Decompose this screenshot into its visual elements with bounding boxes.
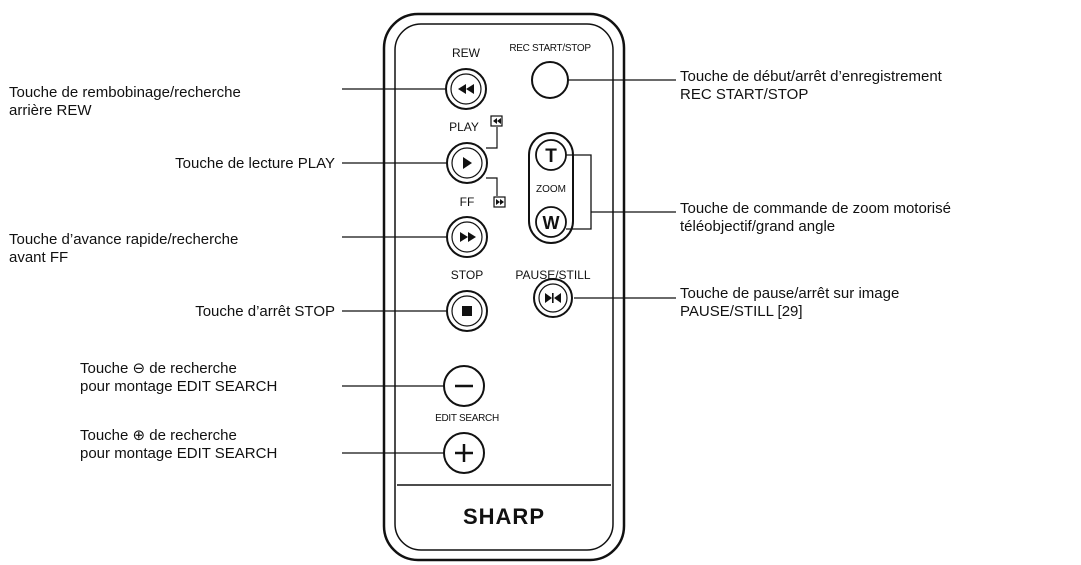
pause-label: PAUSE/STILL — [515, 268, 590, 282]
callout-rec-line-1: Touche de début/arrêt d’enregistrement — [680, 68, 942, 85]
callout-rew-line-2: arrière REW — [9, 102, 92, 119]
callout-rew: Touche de rembobinage/recherche arrière … — [9, 84, 241, 120]
zoom-rocker[interactable]: T ZOOM W — [528, 132, 592, 244]
rec-label: REC START/STOP — [509, 43, 591, 54]
callout-edit-plus: Touche ⊕ de recherche pour montage EDIT … — [80, 427, 277, 463]
stop-button[interactable]: STOP — [446, 268, 488, 332]
search-indicators — [486, 115, 506, 208]
callout-edit-plus-line-1: Touche ⊕ de recherche — [80, 427, 237, 444]
ff-button[interactable]: FF — [446, 195, 488, 258]
remote-body — [382, 12, 626, 562]
brand-logo: SHARP — [463, 504, 545, 529]
rec-start-stop-button[interactable]: REC START/STOP — [509, 43, 592, 99]
play-button[interactable]: PLAY — [446, 120, 488, 184]
rew-button[interactable]: REW — [445, 46, 487, 110]
review-icon — [493, 118, 501, 124]
callout-zoom-line-1: Touche de commande de zoom motorisé — [680, 200, 951, 217]
callout-play-line-1: Touche de lecture PLAY — [175, 155, 335, 172]
callout-rec: Touche de début/arrêt d’enregistrement R… — [680, 68, 942, 104]
leader-lines — [342, 79, 676, 454]
play-label: PLAY — [449, 120, 479, 134]
callout-stop: Touche d’arrêt STOP — [195, 303, 335, 321]
plus-icon — [455, 444, 473, 462]
pause-still-button[interactable]: PAUSE/STILL — [515, 268, 591, 318]
cue-icon — [496, 199, 504, 205]
callout-pause-line-1: Touche de pause/arrêt sur image — [680, 285, 900, 302]
edit-search-label: EDIT SEARCH — [435, 413, 499, 424]
zoom-wide-button[interactable]: W — [535, 206, 567, 238]
callout-pause: Touche de pause/arrêt sur image PAUSE/ST… — [680, 285, 899, 321]
play-icon — [463, 157, 472, 169]
callout-ff-line-2: avant FF — [9, 249, 69, 266]
callout-play: Touche de lecture PLAY — [175, 155, 335, 173]
zoom-label: ZOOM — [536, 184, 566, 195]
callout-pause-line-2: PAUSE/STILL [29] — [680, 303, 803, 320]
zoom-w-label: W — [543, 213, 560, 233]
rew-label: REW — [452, 46, 481, 60]
edit-search-minus-button[interactable] — [443, 365, 485, 407]
stop-icon — [462, 306, 472, 316]
zoom-tele-button[interactable]: T — [535, 139, 567, 171]
callout-ff-line-1: Touche d’avance rapide/recherche — [9, 231, 239, 248]
callout-ff: Touche d’avance rapide/recherche avant F… — [9, 231, 238, 267]
stop-label: STOP — [451, 268, 483, 282]
edit-search-plus-button[interactable] — [443, 432, 485, 474]
rewind-icon — [458, 84, 474, 94]
callout-rew-line-1: Touche de rembobinage/recherche — [9, 84, 241, 101]
callout-edit-minus-line-2: pour montage EDIT SEARCH — [80, 378, 278, 395]
callout-edit-plus-line-2: pour montage EDIT SEARCH — [80, 445, 278, 462]
pause-still-icon — [545, 293, 561, 303]
callout-edit-minus-line-1: Touche ⊖ de recherche — [80, 360, 237, 377]
zoom-t-label: T — [545, 146, 557, 167]
fast-forward-icon — [460, 232, 476, 242]
ff-label: FF — [460, 195, 475, 209]
callout-stop-line-1: Touche d’arrêt STOP — [195, 303, 335, 320]
callout-rec-line-2: REC START/STOP — [680, 86, 809, 103]
callout-zoom: Touche de commande de zoom motorisé télé… — [680, 200, 951, 236]
callout-edit-minus: Touche ⊖ de recherche pour montage EDIT … — [80, 360, 277, 396]
callout-zoom-line-2: téléobjectif/grand angle — [680, 218, 836, 235]
